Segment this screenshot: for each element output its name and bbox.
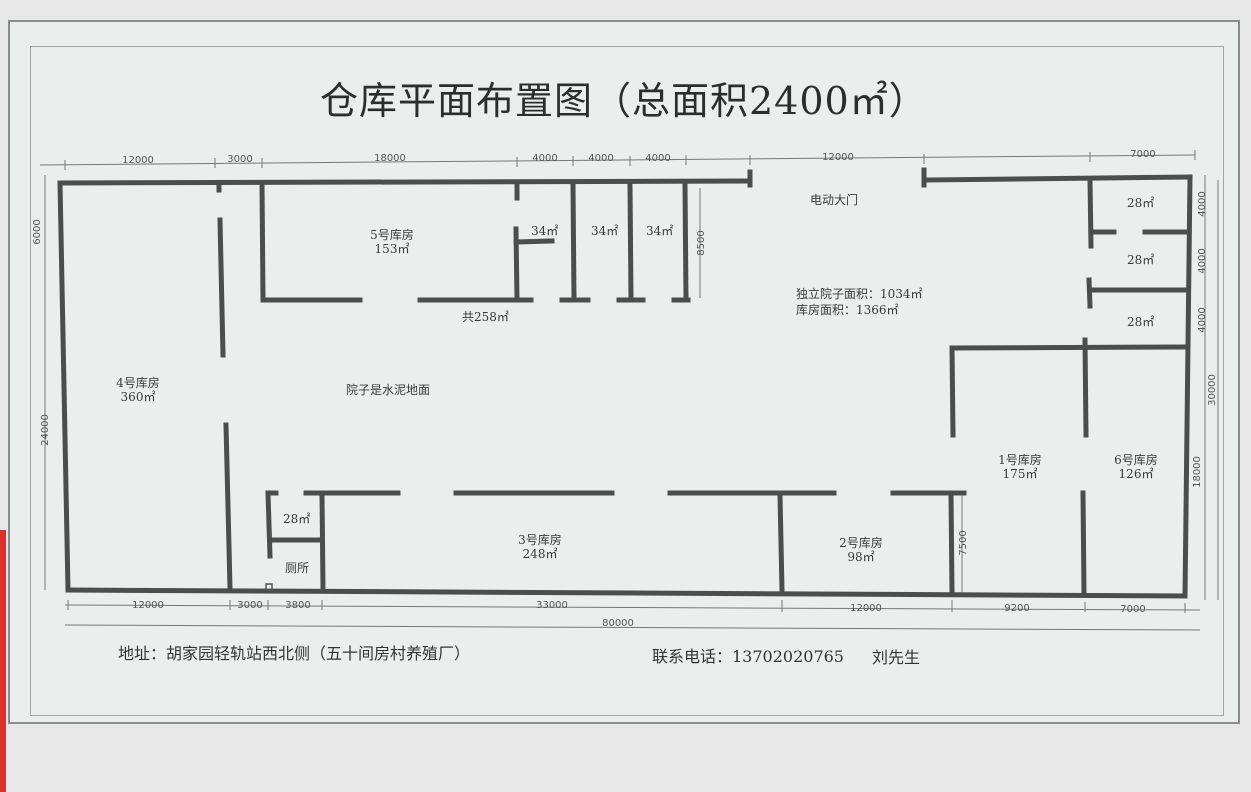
- dim-top-7: 12000: [822, 152, 854, 163]
- dim-top-3: 18000: [374, 153, 406, 164]
- room-5-area: 153㎡: [374, 242, 410, 256]
- room-5-name: 5号库房: [370, 228, 414, 242]
- wall-1-left-upper: [949, 345, 956, 438]
- dim-top-5: 4000: [588, 153, 613, 164]
- phone-text: 联系电话：13702020765: [652, 647, 844, 666]
- dim-bottom-6: 9200: [1004, 603, 1029, 614]
- wall-right-v2: [1086, 277, 1093, 309]
- room-6-area: 126㎡: [1118, 467, 1154, 481]
- contact-name: 刘先生: [872, 648, 921, 667]
- outer-wall-right: [1182, 174, 1193, 599]
- wall-1-top: [949, 344, 1187, 351]
- storage-area-note: 库房面积：1366㎡: [796, 303, 899, 317]
- plan-title: 仓库平面布置图（总面积2400㎡）: [320, 79, 928, 123]
- wall-right-v1: [1087, 177, 1094, 249]
- dim-bottom-5: 12000: [850, 603, 882, 614]
- right-room-b-area: 28㎡: [1127, 253, 1155, 267]
- toilet-area: 28㎡: [283, 512, 311, 526]
- dim-bottom-3: 3800: [285, 600, 310, 611]
- dim-right-5: 18000: [1192, 456, 1203, 488]
- dim-top-8: 7000: [1130, 149, 1155, 160]
- dim-right-2: 4000: [1197, 248, 1208, 273]
- room-2-name: 2号库房: [839, 536, 883, 550]
- walls: [57, 167, 1193, 599]
- room-6-name: 6号库房: [1114, 453, 1158, 467]
- wall-2-left: [777, 492, 785, 593]
- dim-bottom-4: 33000: [536, 600, 568, 611]
- wall-mid-1-6-upper: [1082, 337, 1089, 438]
- dim-left-2: 24000: [40, 414, 51, 446]
- dim-top-4: 4000: [532, 153, 557, 164]
- small-room-a-area: 34㎡: [531, 224, 559, 238]
- dim-total: 80000: [602, 618, 634, 629]
- wall-small-3: [627, 182, 634, 303]
- room-2-area: 98㎡: [847, 550, 875, 564]
- room-3-label: 3号库房 248㎡: [510, 533, 570, 561]
- total-small-area: 共258㎡: [462, 310, 509, 324]
- dimension-lines: [39, 154, 1219, 631]
- wall-toilet-left: [265, 490, 273, 559]
- wall-4-lower: [223, 422, 233, 591]
- dim-inner-8500: 8500: [696, 230, 707, 255]
- dim-top-2: 3000: [227, 154, 252, 165]
- dim-top-1: 12000: [122, 155, 154, 166]
- dim-inner-7500: 7500: [958, 530, 969, 555]
- room-4-label: 4号库房 360㎡: [108, 376, 168, 404]
- dim-bottom-1: 12000: [132, 600, 164, 611]
- outer-wall-bottom: [65, 587, 1188, 599]
- yard-area-note: 独立院子面积：1034㎡: [796, 287, 923, 301]
- room-1-area: 175㎡: [1002, 467, 1038, 481]
- room-1-name: 1号库房: [998, 453, 1042, 467]
- small-room-b-area: 34㎡: [591, 224, 619, 238]
- wall-2-right: [948, 490, 955, 596]
- room-5-label: 5号库房 153㎡: [362, 228, 422, 256]
- wall-5-left: [259, 180, 266, 303]
- dim-right-1: 4000: [1197, 191, 1208, 216]
- gate-label: 电动大门: [810, 193, 859, 207]
- room-4-name: 4号库房: [116, 376, 160, 390]
- toilet-label: 厕所: [285, 561, 310, 575]
- wall-small-4: [682, 182, 689, 303]
- room-3-area: 248㎡: [522, 547, 558, 561]
- toilet-door-marker: [265, 583, 273, 591]
- address-text: 地址：胡家园轻轨站西北侧（五十间房村养殖厂）: [118, 644, 471, 663]
- dim-right-3: 4000: [1197, 307, 1208, 332]
- outer-wall-top-left: [57, 178, 748, 186]
- room-6-label: 6号库房 126㎡: [1106, 453, 1166, 481]
- yard-floor-note: 院子是水泥地面: [346, 383, 431, 397]
- dim-bottom-7: 7000: [1120, 604, 1145, 615]
- wall-small-1-top: [513, 238, 555, 245]
- room-3-name: 3号库房: [518, 533, 562, 547]
- dim-right-4: 30000: [1207, 374, 1218, 406]
- right-room-c-area: 28㎡: [1127, 315, 1155, 329]
- room-2-label: 2号库房 98㎡: [831, 536, 891, 564]
- outer-wall-top-right: [925, 174, 1193, 183]
- room-4-area: 360㎡: [120, 390, 156, 404]
- dim-top-6: 4000: [645, 153, 670, 164]
- wall-4-upper: [217, 217, 226, 358]
- wall-mid-1-6-lower: [1080, 490, 1087, 596]
- outer-wall-left: [57, 180, 71, 593]
- dimension-ticks: [64, 150, 1196, 613]
- room-1-label: 1号库房 175㎡: [990, 453, 1050, 481]
- small-room-c-area: 34㎡: [646, 224, 674, 238]
- red-edge: [0, 530, 6, 792]
- dim-left-1: 6000: [32, 219, 43, 244]
- right-room-a-area: 28㎡: [1127, 196, 1155, 210]
- dim-bottom-2: 3000: [237, 600, 262, 611]
- wall-small-2: [570, 182, 577, 303]
- poster-sheet: [8, 20, 1240, 724]
- inner-frame: [30, 46, 1224, 716]
